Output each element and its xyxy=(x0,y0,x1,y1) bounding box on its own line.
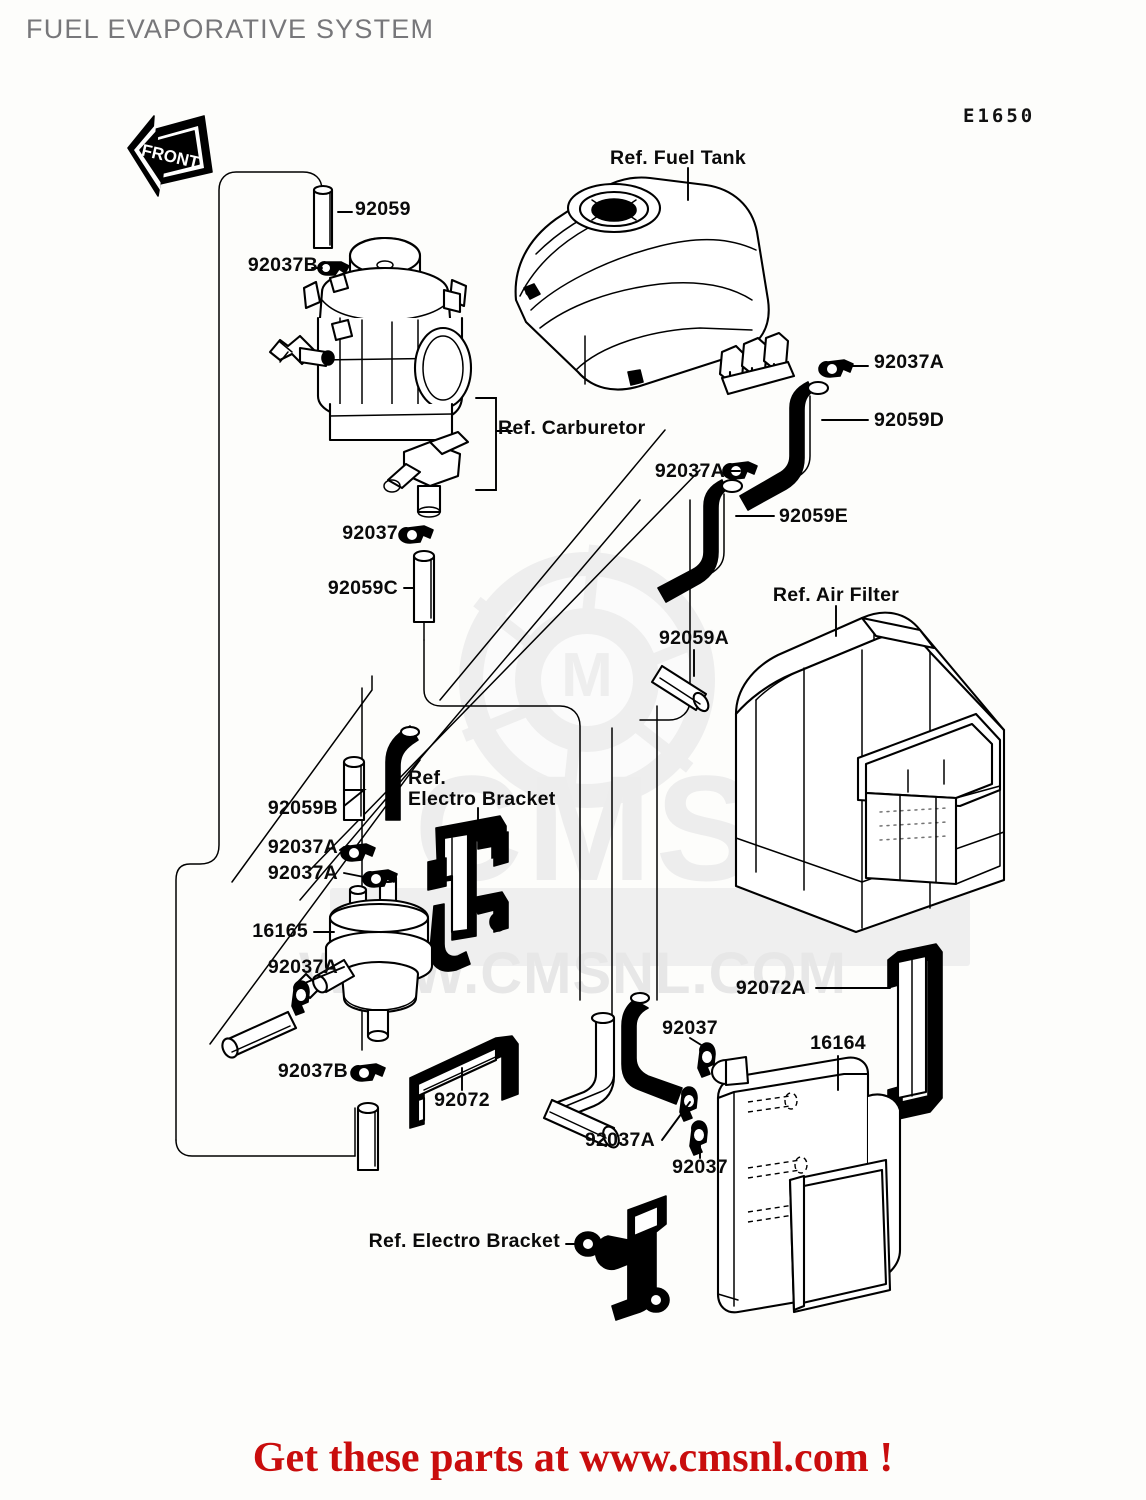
carburetor-part xyxy=(268,236,473,518)
callout-label-92037a: 92037A xyxy=(584,1129,655,1151)
callout-label-92037a: 92037A xyxy=(654,460,725,482)
callout-label-92037: 92037 xyxy=(342,522,398,544)
front-arrow-badge: FRONT xyxy=(127,115,213,197)
part-92059C-hose xyxy=(412,549,436,641)
promo-banner: Get these parts at www.cmsnl.com ! xyxy=(252,1435,894,1481)
callout-label-92072: 92072 xyxy=(434,1089,490,1111)
callout-label-92059a: 92059A xyxy=(658,627,730,649)
callout-label-92059c: 92059C xyxy=(327,577,398,599)
callout-label-92037b: 92037B xyxy=(277,1060,348,1082)
callout-label-16165: 16165 xyxy=(252,920,308,942)
part-92059D-hose xyxy=(739,380,830,511)
clamp-92037B-top xyxy=(317,261,350,276)
callout-label-16164: 16164 xyxy=(810,1032,866,1054)
part-92059B-hose xyxy=(342,755,366,822)
part-16164-canister xyxy=(710,1055,902,1314)
lower-left-hoses xyxy=(221,1010,380,1172)
clamp-92037A-tank xyxy=(818,359,854,378)
part-92059E-hose xyxy=(657,478,744,603)
part-92072-band xyxy=(409,1035,519,1129)
clamp-92037A-separator xyxy=(291,980,310,1016)
callout-label-ref-electro-bracket: Ref. Electro Bracket xyxy=(368,1230,560,1252)
leader-lines xyxy=(299,167,891,1245)
callout-label-92037: 92037 xyxy=(672,1156,728,1178)
part-92059-hose xyxy=(312,184,334,250)
callout-label-92059: 92059 xyxy=(355,198,411,220)
callout-label-92037a: 92037A xyxy=(267,862,338,884)
electro-bracket-lower-part xyxy=(574,1195,670,1321)
part-16165-separator xyxy=(294,872,434,1043)
part-92059A-hose xyxy=(650,664,710,713)
callout-label-electro-bracket: Electro Bracket xyxy=(408,788,556,810)
clamp-92037A-bracket-1 xyxy=(340,843,376,862)
callout-label-ref-carburetor: Ref. Carburetor xyxy=(498,417,646,439)
callout-label-ref: Ref. xyxy=(408,767,447,789)
clamp-92037-mid xyxy=(398,525,434,544)
clamp-92037-canister-2 xyxy=(689,1120,708,1156)
callout-label-92037a: 92037A xyxy=(267,836,338,858)
fuel-tank-part xyxy=(514,176,796,396)
part-92072A-band xyxy=(887,943,943,1121)
page-title: FUEL EVAPORATIVE SYSTEM xyxy=(26,14,435,44)
fuel-tank-rear-bracket xyxy=(718,331,796,396)
callout-label-92072a: 92072A xyxy=(735,977,806,999)
callout-label-92059e: 92059E xyxy=(779,505,849,527)
electro-bracket-upper-part xyxy=(427,815,509,972)
bent-hose-electro xyxy=(385,725,421,821)
clamp-92037A-bracket-2 xyxy=(362,869,398,888)
callout-label-92037b: 92037B xyxy=(247,254,318,276)
sheet-code: E1650 xyxy=(963,105,1036,127)
callout-label-92059b: 92059B xyxy=(267,797,338,819)
callout-label-92059d: 92059D xyxy=(874,409,945,431)
callout-label-ref-air-filter: Ref. Air Filter xyxy=(772,584,900,606)
canister-hose-elbows xyxy=(542,991,683,1149)
clamp-group xyxy=(291,261,854,1156)
air-filter-box-part xyxy=(734,611,1006,934)
callout-label-92037a: 92037A xyxy=(267,956,338,978)
callout-label-92037: 92037 xyxy=(662,1017,718,1039)
hose-routing-lines xyxy=(175,171,701,1157)
callout-label-92037a: 92037A xyxy=(874,351,945,373)
callout-label-ref-fuel-tank: Ref. Fuel Tank xyxy=(609,147,747,169)
clamp-92037-canister-1 xyxy=(697,1042,716,1078)
clamp-92037B-lower xyxy=(350,1063,386,1082)
carburetor-t-fitting xyxy=(383,430,470,518)
